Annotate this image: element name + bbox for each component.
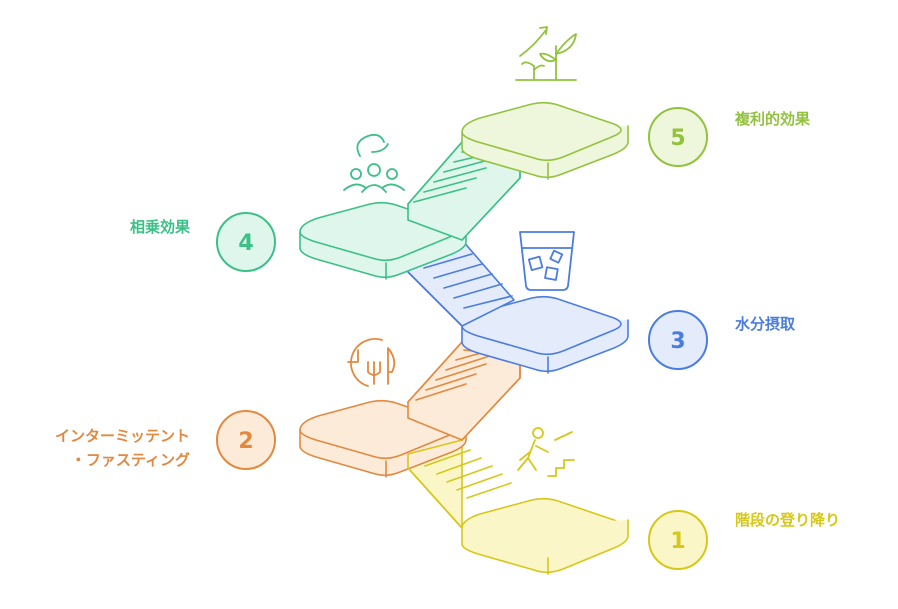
- step-5-label: 複利的効果: [735, 110, 811, 128]
- step-2-label-line2: ・ファスティング: [70, 451, 190, 469]
- people-with-arrows-icon: [343, 133, 405, 193]
- svg-text:3: 3: [670, 329, 685, 354]
- step-2-label-line1: インターミッテント: [54, 427, 190, 445]
- step-1-label: 階段の登り降り: [735, 511, 841, 529]
- platform-3: [461, 295, 629, 374]
- step-number-4: 4: [216, 212, 276, 272]
- stair-climbing-person-icon: [517, 427, 575, 477]
- platform-5: [461, 101, 629, 180]
- step-4-label: 相乗効果: [129, 218, 190, 236]
- step-number-5: 5: [648, 107, 708, 167]
- svg-text:2: 2: [238, 429, 253, 454]
- step-number-1: 1: [648, 510, 708, 570]
- platform-4: [299, 201, 467, 280]
- growing-plant-icon: [515, 26, 577, 81]
- step-number-3: 3: [648, 310, 708, 370]
- step-3-label: 水分摂取: [735, 315, 796, 333]
- platform-2: [299, 399, 467, 478]
- svg-text:4: 4: [238, 231, 253, 256]
- svg-text:5: 5: [670, 126, 685, 151]
- step-number-2: 2: [216, 410, 276, 470]
- platform-1: [461, 497, 629, 575]
- clock-fork-knife-icon: [347, 338, 396, 387]
- svg-text:1: 1: [670, 529, 685, 554]
- glass-of-water-icon: [519, 231, 575, 291]
